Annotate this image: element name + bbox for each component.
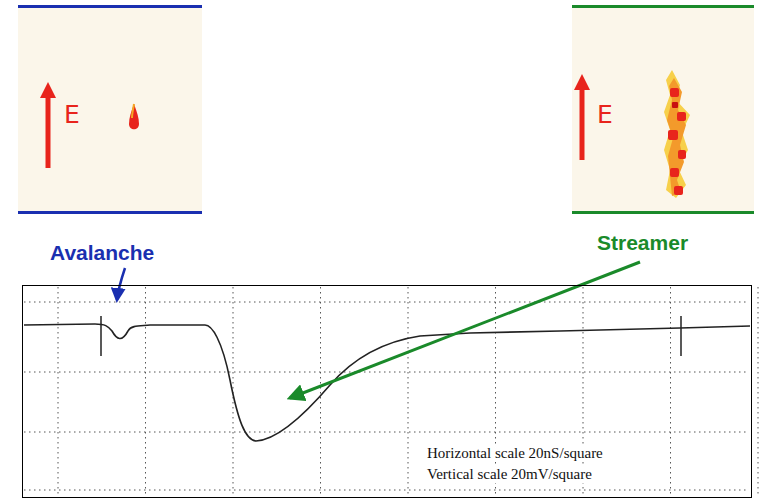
grid-line [320, 287, 321, 495]
avalanche-drop [129, 104, 139, 129]
trigger-tick [100, 316, 102, 356]
panel-ground [18, 7, 202, 212]
callout-label: Streamer [597, 231, 688, 254]
panel-ground [572, 7, 754, 212]
grid-line [24, 302, 748, 303]
streamer-head [672, 102, 678, 108]
grid-line [24, 490, 748, 491]
signal-trace [24, 324, 750, 441]
scope-grid [24, 287, 758, 495]
streamer-glow [664, 70, 690, 198]
grid-line [24, 372, 748, 373]
scale-note: Horizontal scale 20nS/square [425, 445, 605, 462]
field-arrow [580, 82, 585, 160]
field-label: E [597, 101, 613, 129]
streamer-head [674, 186, 683, 195]
avalanche-glow [132, 104, 134, 118]
field-label: E [64, 101, 80, 129]
streamer-head [678, 150, 686, 159]
scale-note: Vertical scale 20mV/square [425, 466, 594, 483]
streamer-head [670, 88, 679, 97]
trigger-tick [680, 316, 682, 356]
grid-line [758, 287, 759, 495]
grid-line [58, 287, 59, 495]
grid-line [670, 287, 671, 495]
field-arrow [46, 90, 51, 168]
streamer-head [668, 130, 678, 140]
field-panel: E [572, 5, 754, 214]
grid-line [583, 287, 584, 495]
grid-line [408, 287, 409, 495]
streamer-head [670, 168, 679, 177]
grid-line [24, 432, 748, 433]
streamer-head [677, 112, 686, 121]
oscilloscope-screen: Horizontal scale 20nS/squareVertical sca… [22, 285, 752, 498]
callout-arrow [290, 262, 640, 398]
field-panel: E [18, 5, 202, 214]
streamer-channel [664, 70, 690, 198]
callout-label: Avalanche [50, 241, 154, 264]
grid-line [145, 287, 146, 495]
callout-arrow [117, 268, 125, 300]
streamer-core [667, 78, 686, 196]
